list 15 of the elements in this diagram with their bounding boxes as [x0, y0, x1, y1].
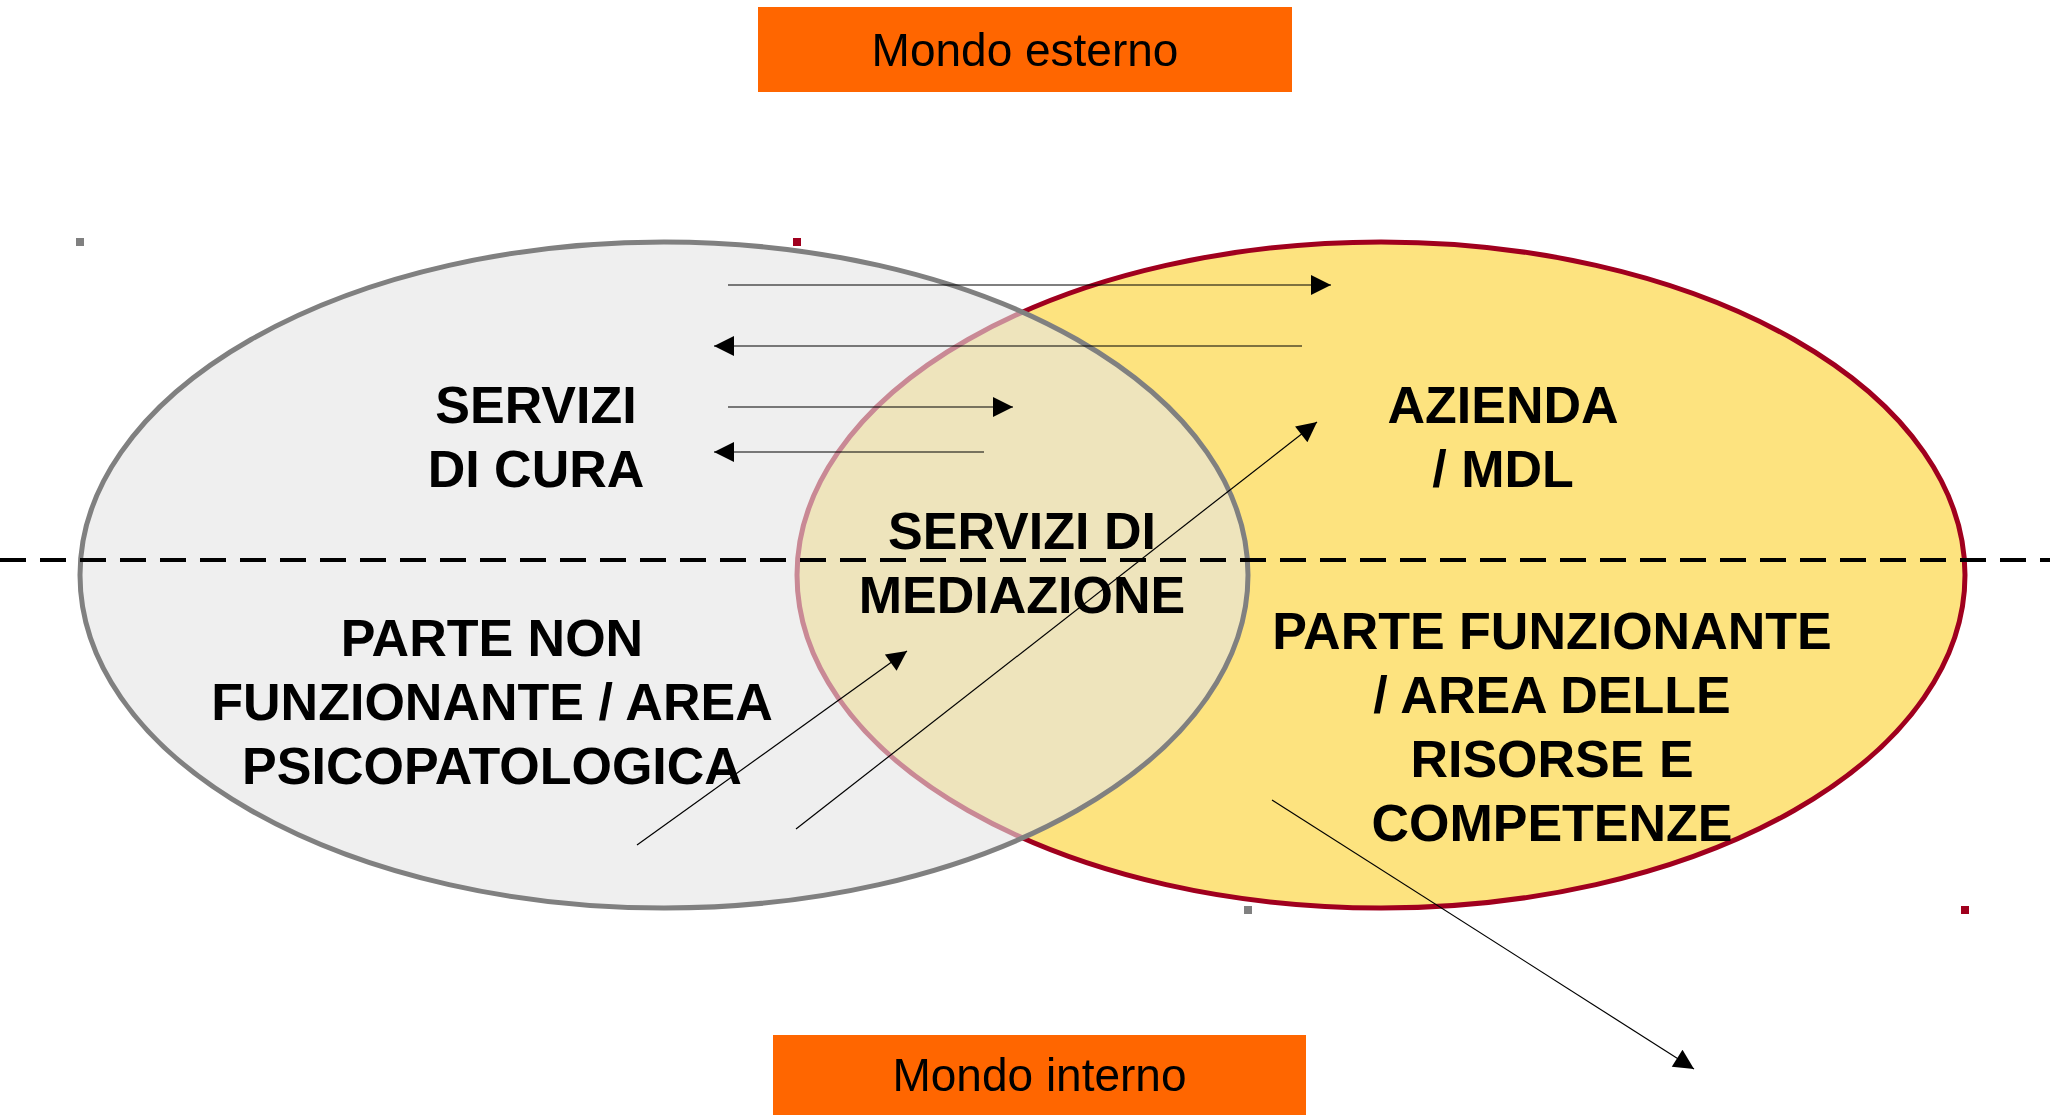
arrow: [713, 336, 1303, 356]
region-text: PARTE NON FUNZIONANTE / AREA PSICOPATOLOGICA: [182, 606, 802, 798]
arrow: [727, 397, 1014, 417]
arrow: [795, 421, 1318, 830]
set-ellipse: [797, 242, 1965, 908]
arrow: [636, 650, 908, 846]
arrow: [713, 442, 985, 462]
arrow: [1271, 799, 1695, 1070]
region-text: AZIENDA / MDL: [1383, 373, 1623, 501]
arrow: [727, 275, 1332, 295]
region-label: Mondo esterno: [758, 7, 1292, 92]
region-text: SERVIZI DI CURA: [411, 373, 661, 501]
region-text: PARTE FUNZIONANTE / AREA DELLE RISORSE E COMPETENZE: [1267, 599, 1837, 855]
region-label: Mondo interno: [773, 1035, 1306, 1115]
set-ellipse: [80, 242, 1248, 908]
